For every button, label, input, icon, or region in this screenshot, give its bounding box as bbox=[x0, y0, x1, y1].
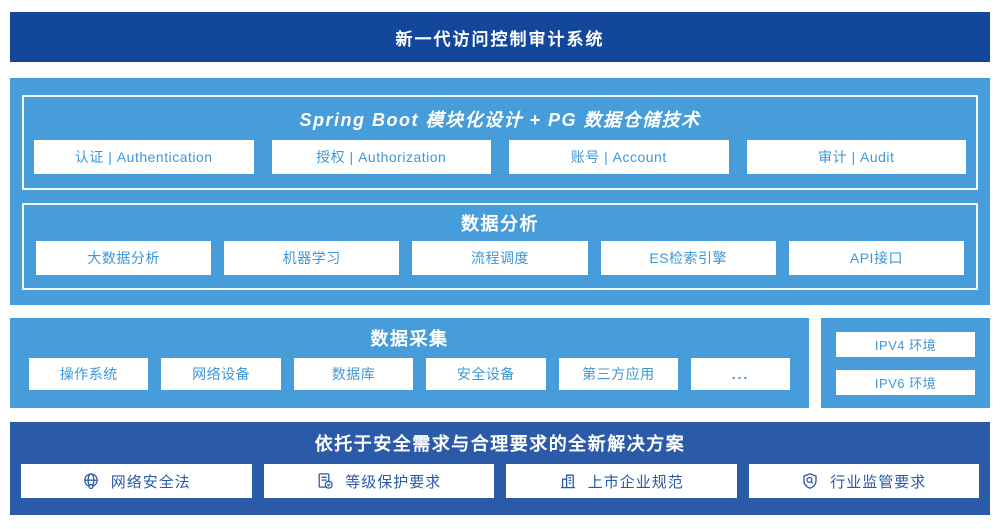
source-third-party-app: 第三方应用 bbox=[558, 358, 679, 390]
solution-item-label: 等级保护要求 bbox=[345, 473, 442, 491]
module-bigdata-analysis: 大数据分析 bbox=[36, 241, 212, 275]
ipv4-environment-box: IPV4 环境 bbox=[836, 331, 975, 357]
source-network-device: 网络设备 bbox=[161, 358, 281, 390]
source-operating-system: 操作系统 bbox=[29, 358, 149, 390]
solution-listed-company-standard: 上市企业规范 bbox=[506, 464, 737, 498]
globe-icon bbox=[83, 473, 98, 490]
ip-environments-panel: IPV4 环境 IPV6 环境 bbox=[821, 318, 990, 408]
module-audit: 审计 | Audit bbox=[746, 140, 966, 174]
analysis-modules-row: 大数据分析 机器学习 流程调度 ES检索引擎 API接口 bbox=[24, 241, 976, 275]
solution-items-row: 网络安全法 等级保护要求 上市企业规范 bbox=[10, 464, 990, 498]
module-authentication: 认证 | Authentication bbox=[34, 140, 254, 174]
data-collection-panel: 数据采集 操作系统 网络设备 数据库 安全设备 第三方应用 ... bbox=[10, 318, 809, 408]
source-database: 数据库 bbox=[293, 358, 414, 390]
platform-panel: Spring Boot 模块化设计 + PG 数据仓储技术 认证 | Authe… bbox=[10, 78, 990, 305]
solution-industry-regulation: 行业监管要求 bbox=[748, 464, 979, 498]
solution-network-security-law: 网络安全法 bbox=[21, 464, 252, 498]
data-analysis-panel: 数据分析 大数据分析 机器学习 流程调度 ES检索引擎 API接口 bbox=[22, 203, 978, 290]
solution-item-label: 上市企业规范 bbox=[587, 473, 684, 491]
document-check-icon bbox=[318, 473, 333, 489]
solution-title: 依托于安全需求与合理要求的全新解决方案 bbox=[314, 434, 686, 454]
system-title: 新一代访问控制审计系统 bbox=[395, 29, 605, 49]
source-more-ellipsis: ... bbox=[691, 358, 791, 390]
spring-boot-panel: Spring Boot 模块化设计 + PG 数据仓储技术 认证 | Authe… bbox=[22, 95, 978, 190]
module-api-interface: API接口 bbox=[788, 241, 965, 275]
solution-item-label: 行业监管要求 bbox=[830, 473, 927, 491]
module-workflow-scheduling: 流程调度 bbox=[412, 241, 588, 275]
module-machine-learning: 机器学习 bbox=[224, 241, 400, 275]
spring-boot-title: Spring Boot 模块化设计 + PG 数据仓储技术 bbox=[299, 109, 701, 130]
module-account: 账号 | Account bbox=[509, 140, 729, 174]
building-icon bbox=[560, 474, 575, 489]
solution-item-label: 网络安全法 bbox=[110, 473, 191, 491]
solution-classified-protection: 等级保护要求 bbox=[263, 464, 494, 498]
module-es-search-engine: ES检索引擎 bbox=[600, 241, 776, 275]
collection-sources-row: 操作系统 网络设备 数据库 安全设备 第三方应用 ... bbox=[10, 358, 809, 390]
solution-panel: 依托于安全需求与合理要求的全新解决方案 网络安全法 bbox=[10, 422, 990, 515]
data-collection-title: 数据采集 bbox=[370, 329, 449, 349]
ipv6-environment-box: IPV6 环境 bbox=[836, 369, 975, 395]
shield-search-icon bbox=[803, 473, 817, 489]
source-security-device: 安全设备 bbox=[426, 358, 546, 390]
data-analysis-title: 数据分析 bbox=[461, 214, 539, 234]
module-authorization: 授权 | Authorization bbox=[271, 140, 491, 174]
system-title-bar: 新一代访问控制审计系统 bbox=[10, 12, 990, 62]
auth-modules-row: 认证 | Authentication 授权 | Authorization 账… bbox=[24, 140, 976, 174]
